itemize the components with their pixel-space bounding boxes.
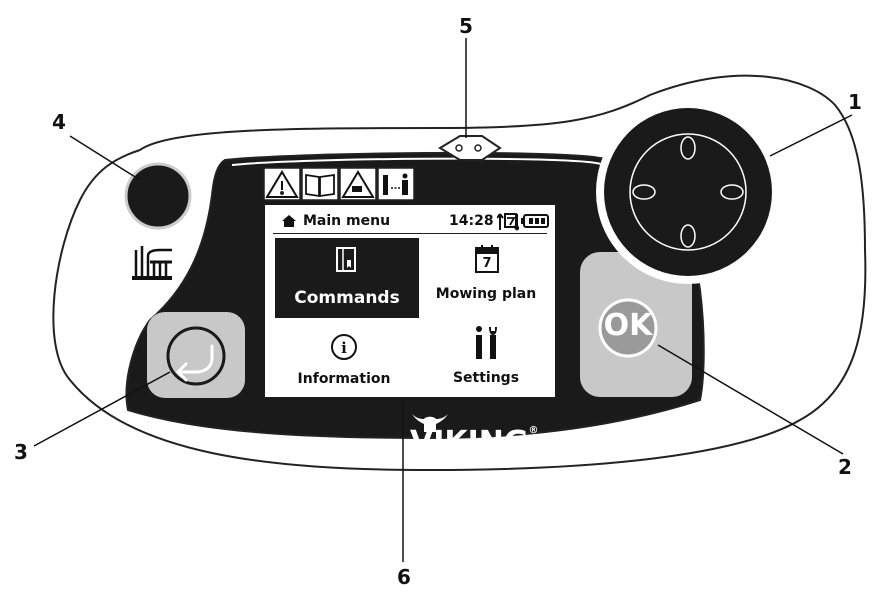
- calendar-sync-icon: [496, 210, 521, 236]
- tools-icon: [471, 323, 503, 367]
- callout-6: 6: [397, 565, 411, 589]
- callout-1: 1: [848, 90, 862, 114]
- brand-mark: ®: [528, 425, 539, 436]
- menu-item-information[interactable]: i Information: [275, 323, 413, 393]
- menu-item-label: Commands: [294, 288, 400, 308]
- dpad-icon: [629, 133, 747, 251]
- menu-item-label: Information: [297, 371, 391, 387]
- callout-2: 2: [838, 455, 852, 479]
- viking-helmet-icon: [412, 414, 448, 432]
- status-led-icon: [455, 144, 463, 152]
- screen-title: Main menu: [303, 213, 391, 229]
- display-screen: Main menu 14:28 Commands 7 Mowing plan i…: [265, 205, 555, 397]
- menu-item-mowing-plan[interactable]: 7 Mowing plan: [421, 238, 551, 314]
- home-icon: [281, 214, 297, 231]
- stop-button-icon: [124, 162, 192, 230]
- distance-icon: [383, 173, 408, 195]
- warning-icons: [263, 167, 415, 201]
- callout-3: 3: [14, 440, 28, 464]
- ok-button-label: OK: [603, 308, 653, 343]
- clock-time: 14:28: [449, 213, 494, 229]
- status-led-housing: [438, 135, 502, 161]
- calendar-icon: 7: [474, 244, 500, 278]
- callout-5: 5: [459, 14, 473, 38]
- book-icon: [335, 246, 359, 279]
- leader-lines: [33, 38, 853, 562]
- menu-item-label: Mowing plan: [435, 286, 537, 302]
- grass-height-icon: [132, 246, 172, 280]
- battery-icon: [521, 213, 549, 232]
- mower-hazard-icon: [341, 170, 375, 198]
- header-divider: [273, 233, 547, 234]
- manual-icon: [305, 173, 335, 198]
- info-glyph: i: [341, 339, 347, 357]
- back-arrow-icon: [176, 356, 214, 382]
- calendar-day: 7: [482, 256, 492, 271]
- callout-4: 4: [52, 110, 66, 134]
- menu-item-commands[interactable]: Commands: [275, 238, 419, 318]
- menu-item-label: Settings: [452, 370, 520, 386]
- screen-header: Main menu 14:28: [265, 205, 555, 235]
- menu-item-settings[interactable]: Settings: [421, 323, 551, 393]
- info-icon: i: [331, 334, 357, 360]
